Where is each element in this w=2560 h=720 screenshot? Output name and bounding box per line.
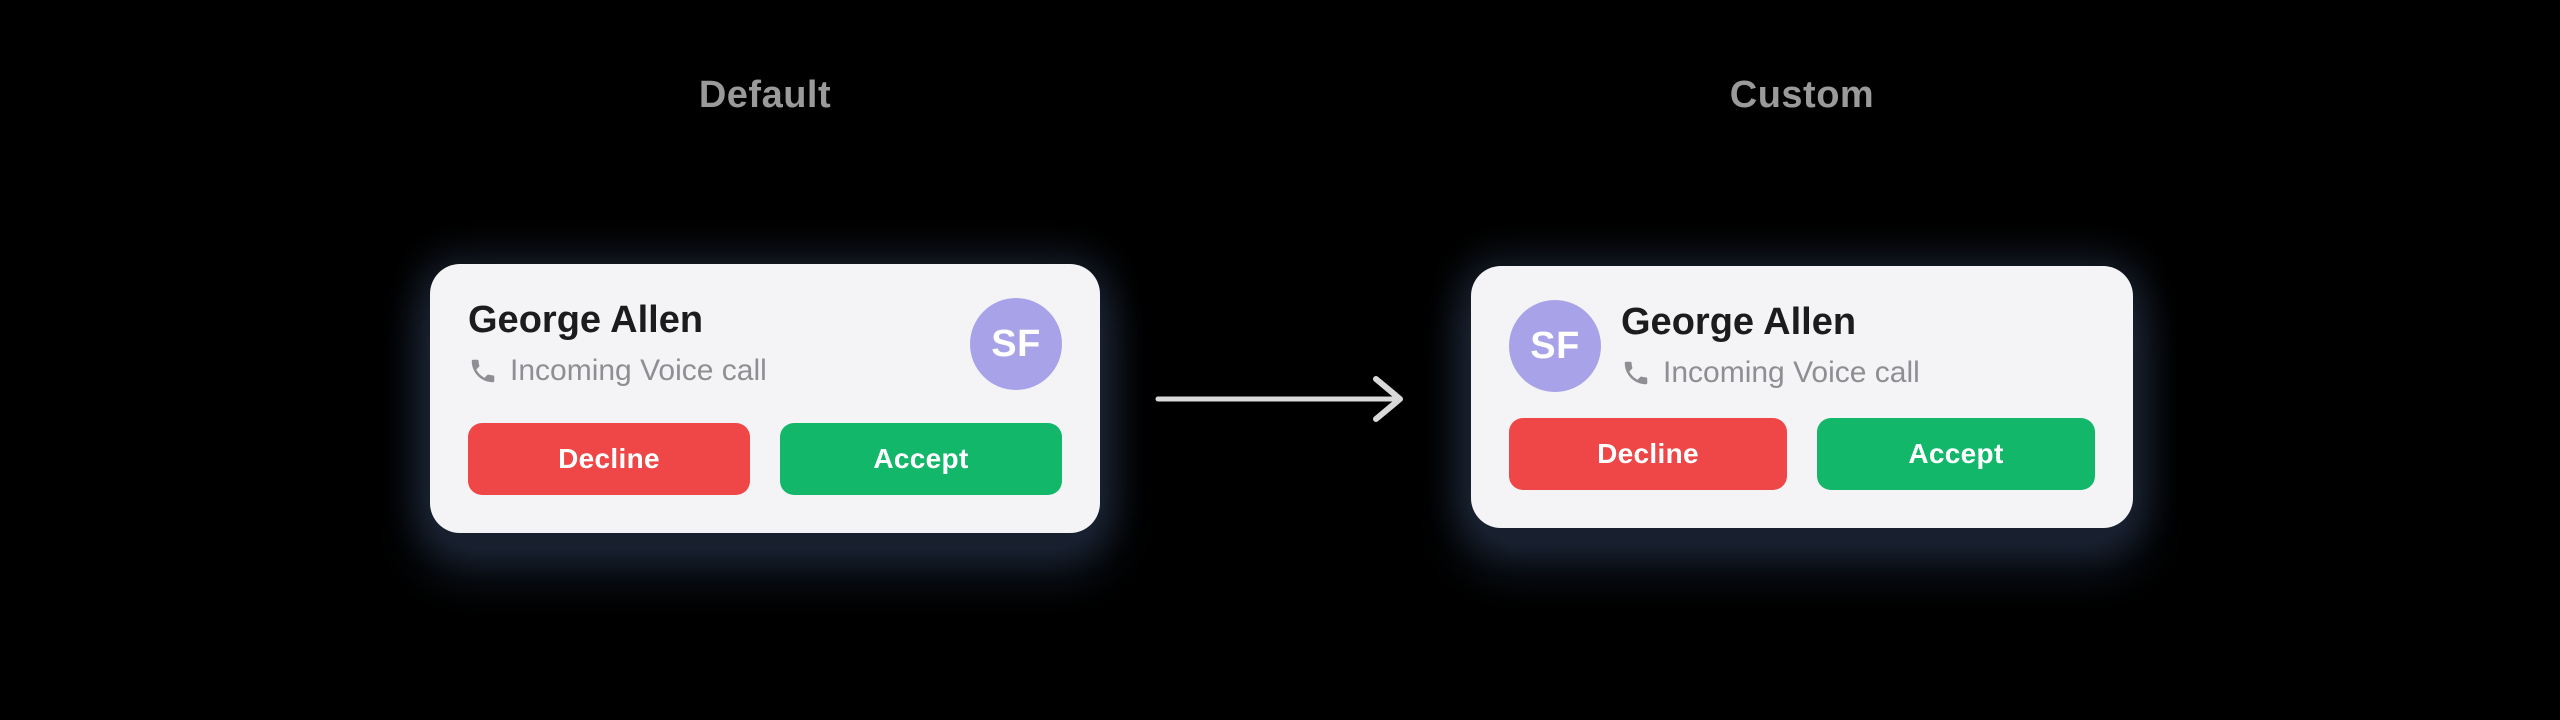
call-status-label: Incoming Voice call — [1663, 355, 1920, 389]
call-card-header: George Allen Incoming Voice call SF — [468, 298, 1062, 390]
accept-button[interactable]: Accept — [1817, 418, 2095, 490]
caller-name: George Allen — [1621, 301, 1857, 344]
call-card-actions: Decline Accept — [1509, 418, 2095, 490]
section-title-default: Default — [698, 74, 832, 116]
section-title-custom: Custom — [1729, 74, 1875, 116]
caller-info: George Allen Incoming Voice call — [468, 299, 950, 389]
call-status-row: Incoming Voice call — [1621, 355, 2095, 391]
avatar-initials: SF — [991, 322, 1041, 365]
caller-name: George Allen — [468, 299, 704, 342]
incoming-call-card-custom: SF George Allen Incoming Voice call Decl… — [1471, 266, 2133, 528]
phone-icon — [471, 359, 495, 383]
call-status-row: Incoming Voice call — [468, 353, 950, 389]
avatar: SF — [970, 298, 1062, 390]
incoming-call-card-default: George Allen Incoming Voice call SF Decl… — [430, 264, 1100, 533]
decline-button[interactable]: Decline — [1509, 418, 1787, 490]
decline-button[interactable]: Decline — [468, 423, 750, 495]
avatar: SF — [1509, 300, 1601, 392]
call-card-header: SF George Allen Incoming Voice call — [1509, 300, 2095, 392]
arrow-right-icon — [1155, 376, 1403, 422]
accept-button[interactable]: Accept — [780, 423, 1062, 495]
phone-icon — [1624, 361, 1648, 385]
avatar-initials: SF — [1530, 324, 1580, 367]
caller-info: George Allen Incoming Voice call — [1621, 301, 2095, 391]
call-card-actions: Decline Accept — [468, 423, 1062, 495]
call-status-label: Incoming Voice call — [510, 353, 767, 387]
